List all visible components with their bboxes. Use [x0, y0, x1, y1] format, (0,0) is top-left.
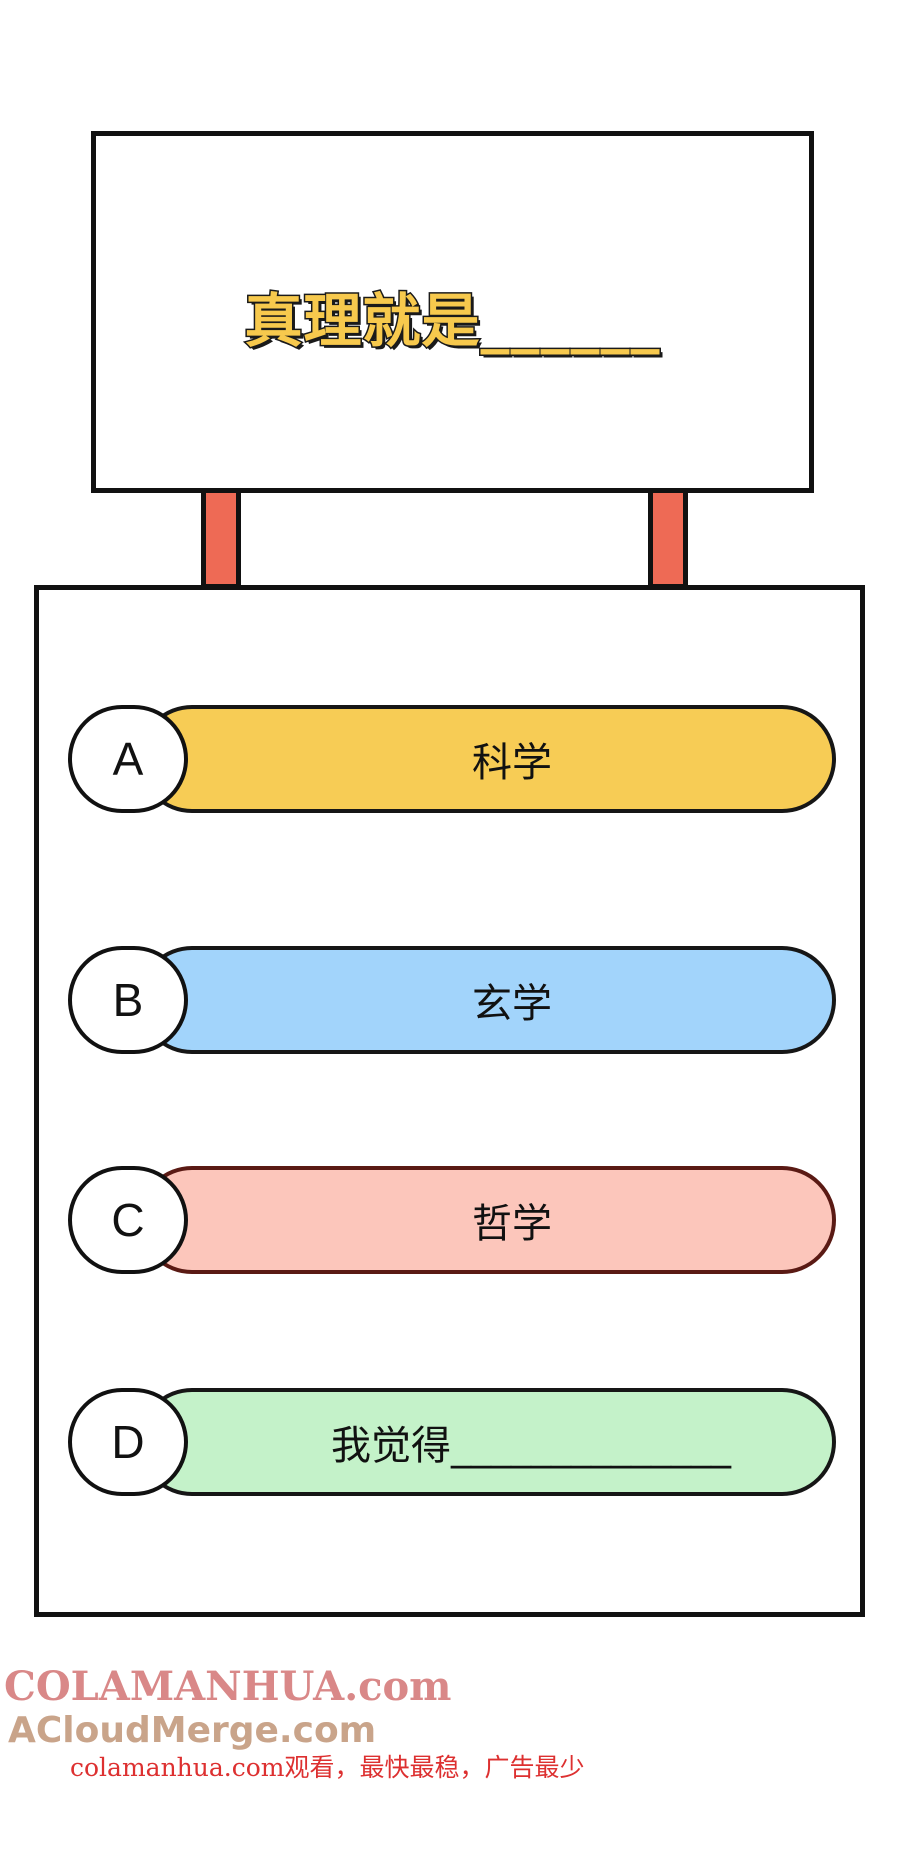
- sign-pole-right: [648, 493, 688, 589]
- question-sign-board: 真理就是______: [91, 131, 814, 493]
- option-d[interactable]: D 我觉得______________: [68, 1388, 836, 1496]
- option-b[interactable]: B 玄学: [68, 946, 836, 1054]
- option-c[interactable]: C 哲学: [68, 1166, 836, 1274]
- option-a-label: 科学: [472, 740, 552, 786]
- option-c-badge: C: [68, 1166, 188, 1274]
- option-b-badge: B: [68, 946, 188, 1054]
- option-d-badge: D: [68, 1388, 188, 1496]
- option-c-pill: [138, 1166, 836, 1274]
- option-a-pill: [138, 705, 836, 813]
- option-a-badge: A: [68, 705, 188, 813]
- option-d-label: 我觉得______________: [331, 1423, 731, 1469]
- watermark-acloudmerge: ACloudMerge.com: [8, 1710, 377, 1751]
- question-text: 真理就是______: [243, 286, 661, 357]
- watermark-ad-text: colamanhua.com观看，最快最稳，广告最少: [70, 1753, 585, 1782]
- option-b-pill: [138, 946, 836, 1054]
- option-a[interactable]: A 科学: [68, 705, 836, 813]
- option-c-label: 哲学: [472, 1201, 552, 1247]
- option-b-label: 玄学: [472, 981, 552, 1027]
- watermark-colamanhua: COLAMANHUA.com: [4, 1663, 452, 1710]
- option-d-pill: [138, 1388, 836, 1496]
- sign-pole-left: [201, 493, 241, 589]
